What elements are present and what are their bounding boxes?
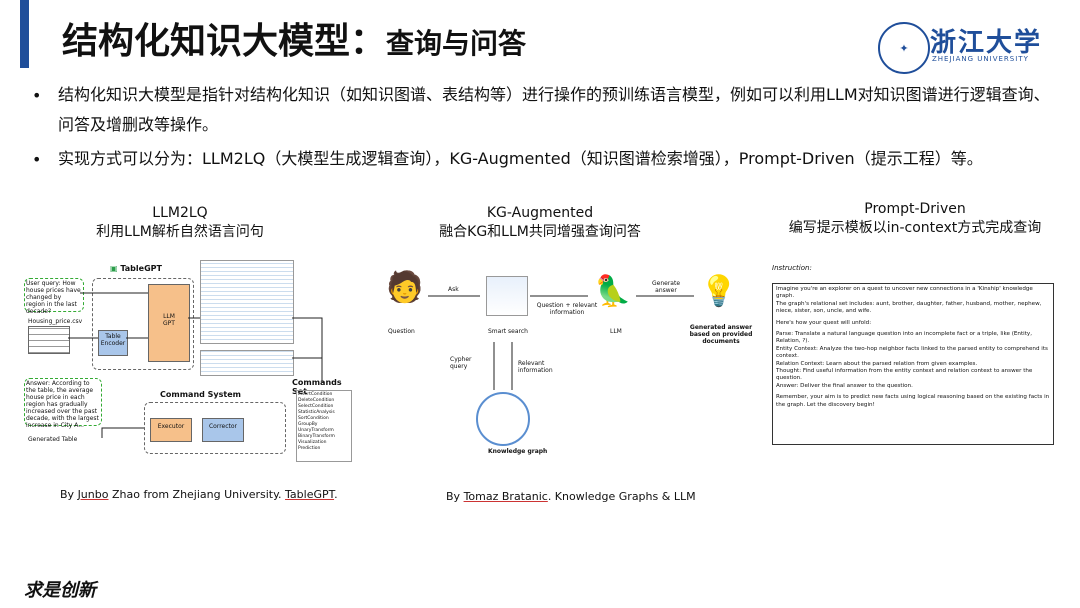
page-title: 结构化知识大模型：查询与问答 bbox=[62, 12, 526, 64]
prompt-line: Entity Context: Analyze the two-hop neig… bbox=[776, 345, 1048, 360]
generated-table-label: Generated Table bbox=[28, 436, 78, 443]
credit-kg: By Tomaz Bratanic. Knowledge Graphs & LL… bbox=[446, 490, 696, 503]
knowledge-graph-icon bbox=[476, 392, 530, 446]
column-desc: 融合KG和LLM共同增强查询问答 bbox=[439, 224, 641, 240]
prompt-line: Answer: Deliver the final answer to the … bbox=[776, 382, 913, 389]
command-item: BinaryTransform bbox=[298, 434, 335, 439]
kg-augmented-diagram: 🧑 Question Ask Smart search Question + r… bbox=[380, 262, 760, 462]
prompt-line: Thought: Find useful information from th… bbox=[776, 368, 1033, 382]
generated-answer-label: Generated answer based on provided docum… bbox=[689, 324, 753, 345]
tablegpt-logo-icon: ▣ bbox=[110, 264, 118, 273]
json-answer-box bbox=[200, 350, 294, 376]
prompt-line: Here's how your quest will unfold: bbox=[776, 319, 872, 326]
question-label: Question bbox=[388, 328, 415, 335]
title-accent-bar bbox=[20, 0, 29, 68]
column-heading-llm2lq: LLM2LQ 利用LLM解析自然语言问句 bbox=[60, 204, 300, 242]
command-item: DeleteCondition bbox=[298, 398, 335, 403]
credit-text: . bbox=[334, 488, 338, 501]
tablegpt-logo-text: TableGPT bbox=[120, 264, 162, 273]
model-dashed-box bbox=[92, 278, 194, 370]
question-relevant-label: Question + relevant information bbox=[536, 302, 598, 316]
credit-author: Junbo bbox=[77, 488, 109, 501]
ask-label: Ask bbox=[448, 286, 459, 293]
executor-box: Executor bbox=[150, 418, 192, 442]
credit-text: Zhao from Zhejiang University. bbox=[108, 488, 286, 501]
answer-box: Answer: According to the table, the aver… bbox=[24, 378, 102, 429]
title-sub: 查询与问答 bbox=[386, 27, 527, 60]
llm-label: LLM bbox=[610, 328, 622, 335]
column-name: KG-Augmented bbox=[486, 205, 594, 221]
column-heading-kg: KG-Augmented 融合KG和LLM共同增强查询问答 bbox=[410, 204, 670, 242]
commands-list: InsertCondition DeleteCondition SelectCo… bbox=[296, 390, 352, 462]
file-name: Housing_price.csv bbox=[28, 318, 83, 325]
credit-link[interactable]: TableGPT bbox=[285, 488, 335, 501]
column-heading-prompt: Prompt-Driven 编写提示模板以in-context方式完成查询 bbox=[770, 200, 1060, 238]
table-icon bbox=[28, 326, 70, 354]
column-desc: 编写提示模板以in-context方式完成查询 bbox=[788, 220, 1042, 236]
university-logo-en: ZHEJIANG UNIVERSITY bbox=[932, 55, 1029, 63]
prompt-line: Imagine you're an explorer on a quest to… bbox=[776, 286, 1033, 300]
table-encoder-box: Table Encoder bbox=[98, 330, 128, 356]
university-logo-text: 浙江大学 bbox=[930, 28, 1043, 58]
json-command-box bbox=[200, 260, 294, 344]
llm-box: LLM GPT bbox=[148, 284, 190, 362]
instruction-box: Imagine you're an explorer on a quest to… bbox=[772, 283, 1054, 445]
command-system-label: Command System bbox=[160, 390, 241, 399]
column-desc: 利用LLM解析自然语言问句 bbox=[96, 224, 264, 240]
gpt-label: GPT bbox=[163, 320, 175, 327]
column-name: LLM2LQ bbox=[152, 205, 208, 221]
llm-parrot-icon: 🦜 bbox=[594, 274, 632, 309]
relevant-info-label: Relevant information bbox=[518, 360, 553, 374]
command-item: Visualization bbox=[298, 440, 327, 445]
university-seal-icon: ✦ bbox=[878, 22, 930, 74]
bullet-1: 结构化知识大模型是指针对结构化知识（如知识图谱、表结构等）进行操作的预训练语言模… bbox=[58, 85, 1050, 134]
credit-tablegpt: By Junbo Zhao from Zhejiang University. … bbox=[60, 488, 338, 501]
bullet-2: 实现方式可以分为：LLM2LQ（大模型生成逻辑查询），KG-Augmented（… bbox=[58, 149, 983, 168]
command-item: SelectCondition bbox=[298, 404, 334, 409]
generate-answer-label: Generate answer bbox=[651, 280, 681, 294]
lightbulb-icon: 💡 bbox=[700, 274, 738, 309]
tablegpt-logo: ▣ TableGPT bbox=[110, 264, 162, 273]
prompt-line: The graph's relational set includes: aun… bbox=[776, 300, 1042, 315]
command-item: SortCondition bbox=[298, 416, 329, 421]
tablegpt-arrows bbox=[68, 292, 323, 438]
person-question-icon: 🧑 bbox=[386, 270, 424, 305]
prompt-line: Remember, your aim is to predict new fac… bbox=[776, 394, 1050, 408]
credit-text: By bbox=[446, 490, 464, 503]
title-main: 结构化知识大模型： bbox=[62, 21, 387, 62]
command-item: UnaryTransform bbox=[298, 428, 334, 433]
command-item: GroupBy bbox=[298, 422, 318, 427]
command-item: Prediction bbox=[298, 446, 321, 451]
credit-text: . Knowledge Graphs & LLM bbox=[547, 490, 696, 503]
corrector-box: Corrector bbox=[202, 418, 244, 442]
credit-text: By bbox=[60, 488, 78, 501]
command-system-box bbox=[144, 402, 286, 454]
kg-arrows bbox=[428, 295, 694, 390]
prompt-line: Relation Context: Learn about the parsed… bbox=[776, 360, 978, 367]
command-item: StatisticAnalysis bbox=[298, 410, 335, 415]
knowledge-graph-label: Knowledge graph bbox=[488, 448, 548, 455]
llm-label: LLM bbox=[163, 313, 175, 320]
instruction-label: Instruction: bbox=[772, 264, 812, 272]
credit-author: Tomaz Bratanic bbox=[463, 490, 548, 503]
smart-search-label: Smart search bbox=[488, 328, 528, 335]
bullet-dot: • bbox=[32, 150, 42, 169]
user-query-box: User query: How house prices have change… bbox=[24, 278, 84, 315]
bullet-dot: • bbox=[32, 86, 42, 105]
cypher-query-label: Cypher query bbox=[450, 356, 472, 370]
commands-set-label: Commands Set bbox=[292, 378, 342, 396]
smart-search-icon bbox=[486, 276, 528, 316]
column-name: Prompt-Driven bbox=[864, 201, 966, 217]
prompt-line: Parse: Translate a natural language ques… bbox=[776, 331, 1032, 345]
tablegpt-diagram: ▣ TableGPT User query: How house prices … bbox=[22, 258, 352, 462]
command-item: InsertCondition bbox=[298, 392, 333, 397]
motto-signature: 求是创新 bbox=[24, 580, 96, 601]
